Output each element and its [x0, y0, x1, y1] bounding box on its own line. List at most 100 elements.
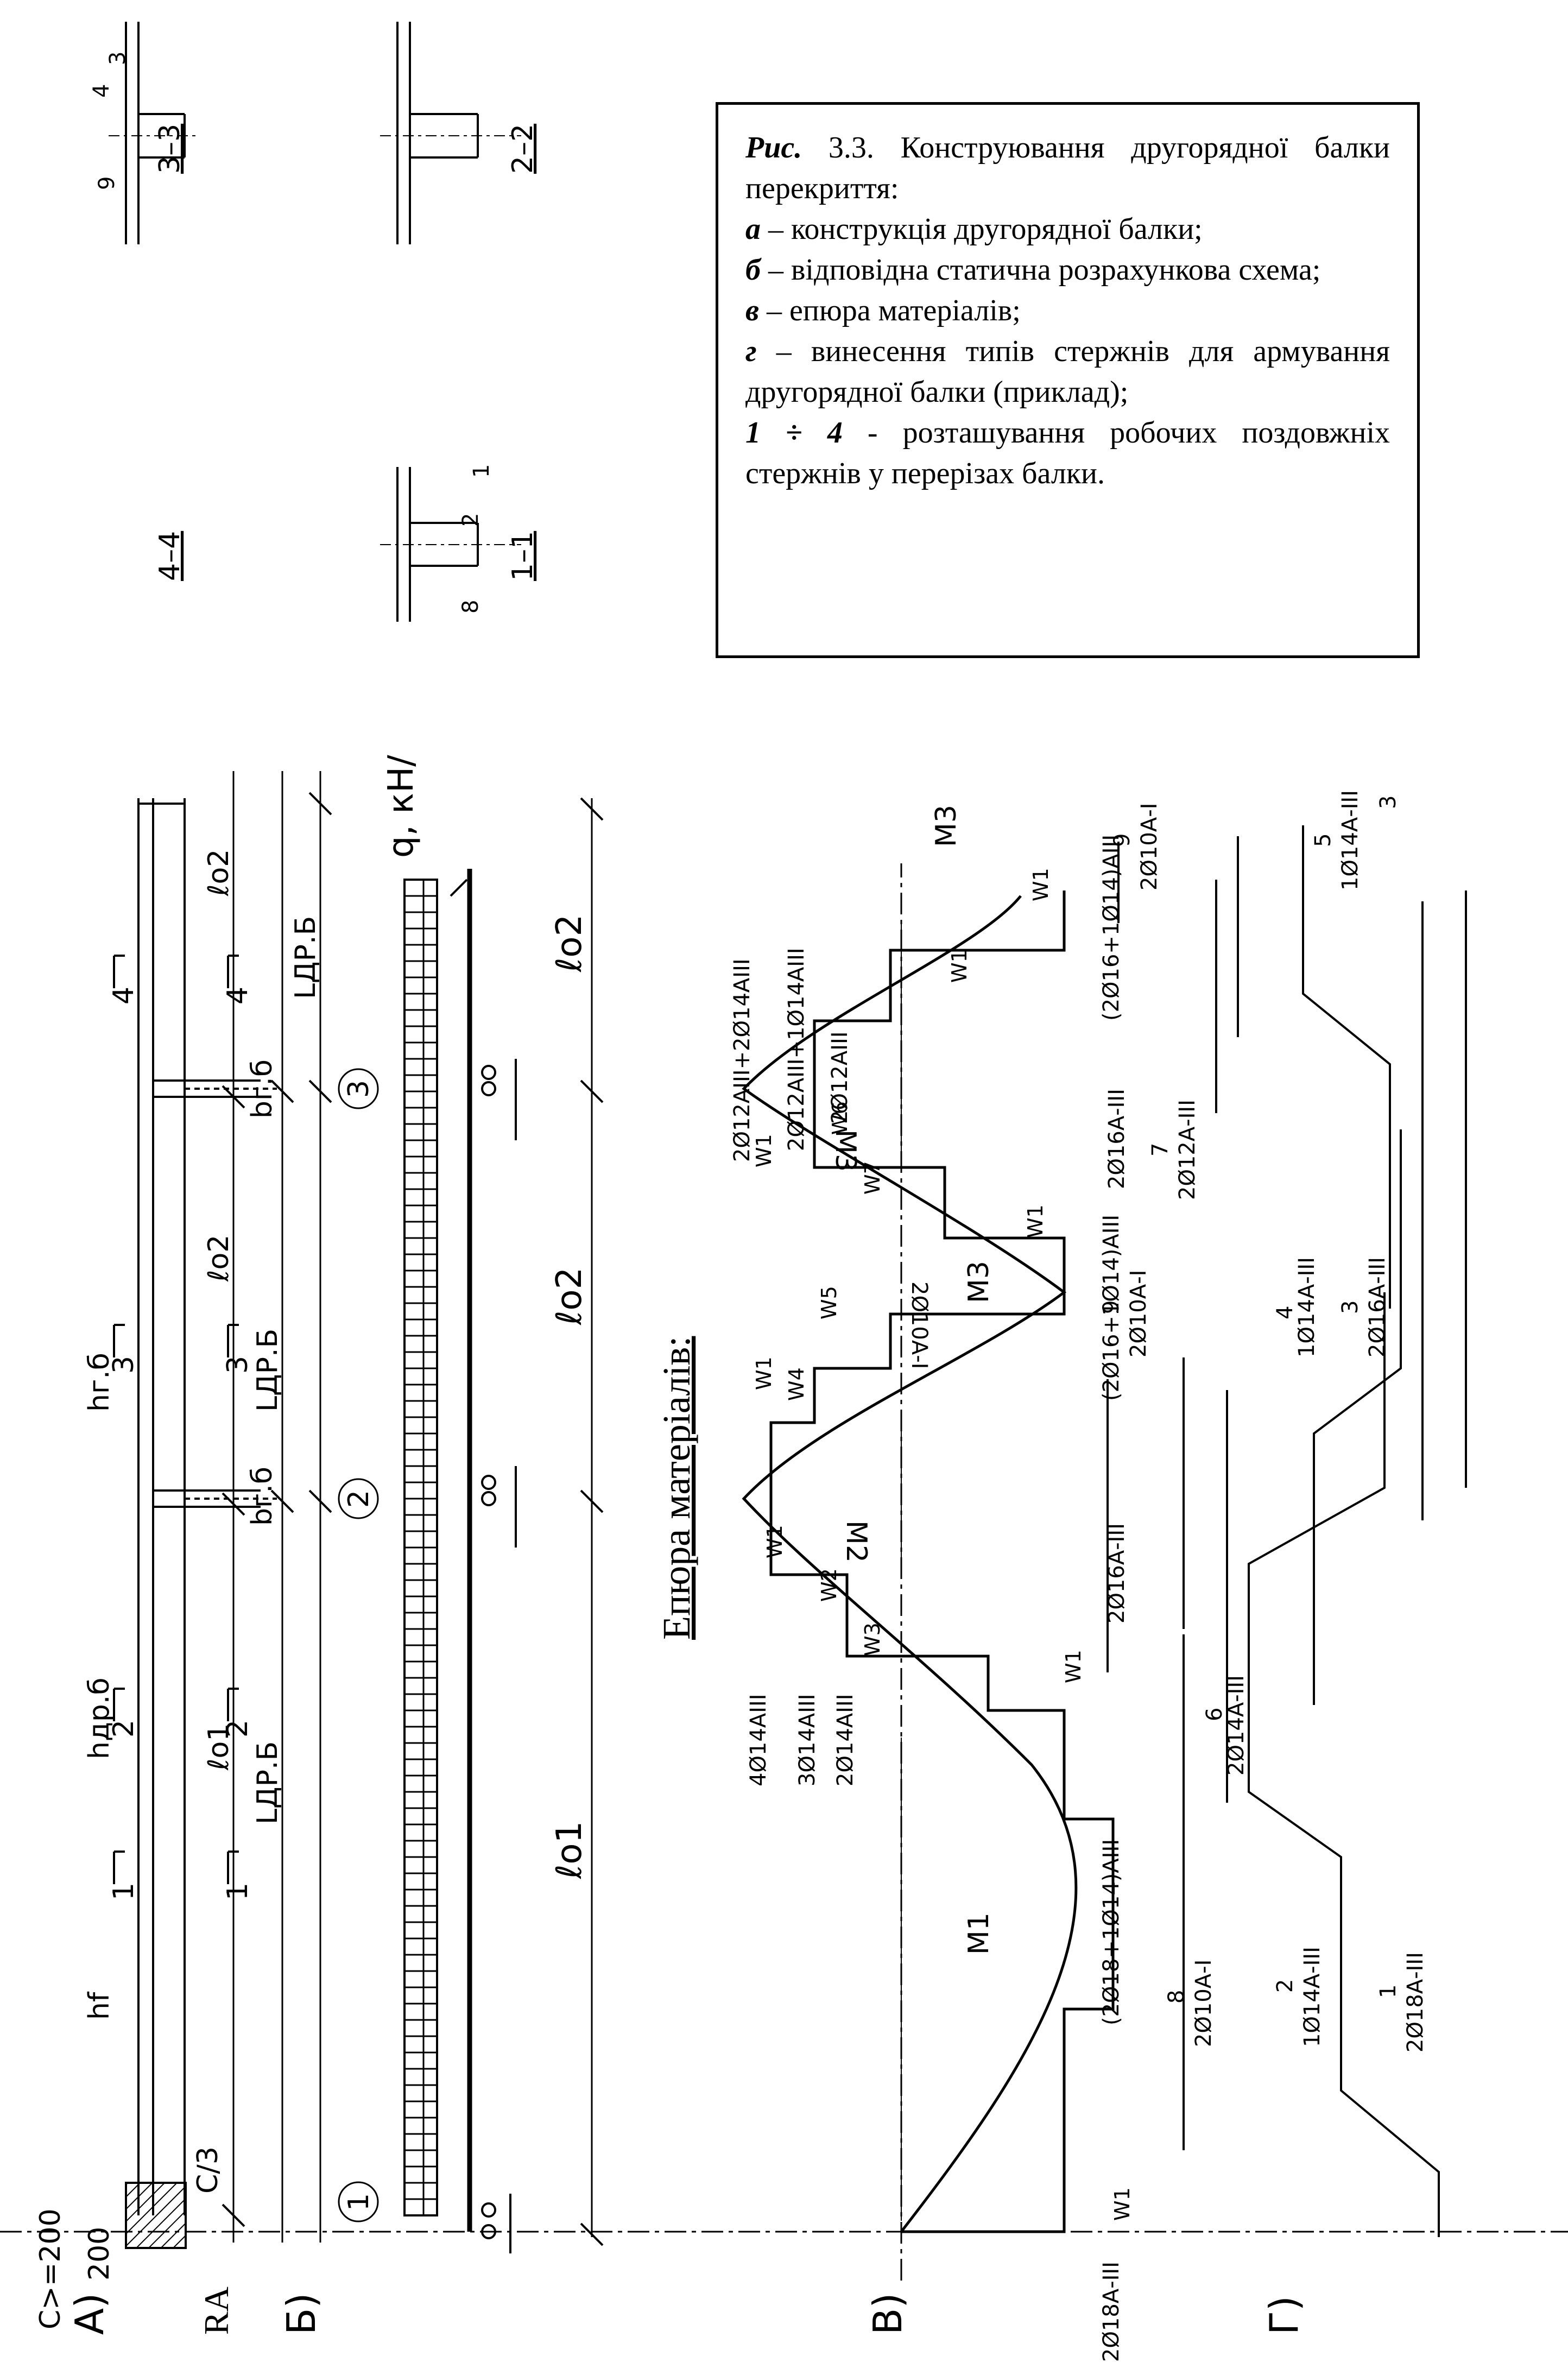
section-mark: 1 — [469, 464, 494, 478]
caption-item-g: г – винесення типів стержнів для армуван… — [745, 331, 1390, 413]
rebar-label: 3Ø14АIII — [795, 1694, 820, 1786]
axis-label-2: 2 — [343, 1490, 375, 1508]
rebar-label: 2Ø10А-I — [907, 1281, 932, 1369]
bar-no: 9 — [1099, 1300, 1124, 1314]
rebar-label: 2Ø12АIII+1Ø14АIII — [784, 948, 809, 1151]
caption-text: – винесення типів стержнів для армування… — [745, 334, 1390, 409]
section-title: 2–2 — [507, 124, 539, 174]
section-title: 3–3 — [154, 124, 186, 174]
scheme-l02a: ℓо2 — [549, 1267, 590, 1325]
cut-label-3a: 3 — [108, 1356, 140, 1374]
rebar-label: 2Ø14АIII — [833, 1694, 858, 1786]
diagram-bottom-labels: 2Ø18А-III (2Ø18+1Ø14)АIII 2Ø16А-III (2Ø1… — [1099, 835, 1129, 2362]
cut-label-4a: 4 — [108, 987, 140, 1005]
ldrb-label-2: LДР.Б — [251, 1329, 284, 1412]
caption-key: 1 ÷ 4 — [745, 416, 843, 450]
w-label: W6 — [828, 1101, 852, 1135]
bar-spec: 1Ø14А-III — [1294, 1257, 1319, 1357]
caption-item-a: а – конструкція другорядної балки; — [745, 209, 1390, 250]
w-label: W1 — [1023, 1204, 1047, 1238]
ldrb-label-3: LДР.Б — [289, 916, 322, 999]
rebar-label: 2Ø12АIII+2Ø14АIII — [730, 958, 755, 1162]
bar-no: 7 — [1148, 1143, 1173, 1157]
w-label: W1 — [752, 1356, 776, 1390]
section-title: 1–1 — [507, 531, 539, 581]
caption-text: – відповідна статична розрахункова схема… — [760, 253, 1321, 287]
section-mark: 8 — [458, 600, 483, 614]
figure-caption: Рис. 3.3. Конструювання другорядної балк… — [716, 102, 1420, 658]
panel-letter-a: А) — [67, 2293, 112, 2335]
bar-spec: 2Ø10А-I — [1137, 803, 1162, 891]
caption-key: а — [745, 212, 761, 246]
axis-label-1: 1 — [343, 2193, 375, 2211]
scheme-l02b: ℓо2 — [549, 914, 590, 972]
load-label: q, кН/ — [381, 755, 421, 858]
bar-spec: 1Ø14А-III — [1300, 1947, 1325, 2047]
axis-label-3: 3 — [343, 1080, 375, 1098]
bar-no: 2 — [1273, 1979, 1298, 1993]
bar-spec: 2Ø10А-I — [1191, 1960, 1216, 2047]
rebar-label: 4Ø14АIII — [746, 1694, 771, 1786]
bgb-label-2: bг.б — [246, 1059, 279, 1119]
rebar-label: (2Ø18+1Ø14)АIII — [1099, 1839, 1124, 2025]
panel-letter-g: Г) — [1261, 2296, 1307, 2335]
w-label: W7 — [861, 1161, 884, 1195]
beam-construction — [0, 771, 1568, 2249]
section-mark: 3 — [105, 52, 130, 65]
w-label: W5 — [817, 1286, 841, 1319]
bar-spec: 2Ø12А-III — [1175, 1100, 1200, 1200]
cut-label-1a: 1 — [108, 1883, 140, 1900]
hf-label-1: hf — [83, 1991, 116, 2020]
panel-letter-v: В) — [865, 2293, 911, 2335]
ldrb-label-1: LДР.Б — [251, 1741, 284, 1824]
caption-key: г — [745, 334, 757, 368]
bar-spec: 2Ø14А-III — [1224, 1675, 1249, 1776]
rebar-label: (2Ø16+1Ø14)АIII — [1099, 835, 1124, 1021]
cut-label-1b: 1 — [222, 1883, 254, 1900]
diagram-w-labels: W1 W1 W2 W3 W1 W1 W4 W5 W1 W6 W7 W1 W1 W… — [752, 868, 1134, 2221]
wall-support — [125, 2182, 187, 2249]
panel-letter-b: Б) — [279, 2293, 324, 2335]
bar-spec: 2Ø16А-III — [1365, 1257, 1390, 1357]
bar-no: 6 — [1202, 1708, 1227, 1721]
diagram-title: Епюра матеріалів: — [655, 1336, 698, 1640]
w-label: W1 — [947, 949, 971, 983]
caption-item-n: 1 ÷ 4 - розташування робочих поздовжніх … — [745, 413, 1390, 494]
section-labels: 1–1 3–3 2–2 4–4 8 2 1 9 4 3 — [89, 52, 539, 614]
bar-no: 3 — [1376, 795, 1401, 809]
l02b-label: ℓо2 — [203, 849, 235, 896]
bar-spec: 2Ø18А-III — [1403, 1952, 1428, 2052]
scheme-l01: ℓо1 — [549, 1821, 590, 1879]
bar-no: 8 — [1164, 1990, 1189, 2004]
caption-title: Рис. 3.3. Конструювання другорядної балк… — [745, 128, 1390, 209]
rebar-label: 2Ø16А-III — [1104, 1089, 1129, 1189]
bar-spec: 1Ø14А-III — [1338, 790, 1363, 891]
section-mark: 2 — [458, 513, 483, 527]
w-label: W3 — [861, 1622, 884, 1656]
bar-types — [1107, 825, 1467, 2237]
bar-spec: 2Ø10А-I — [1126, 1270, 1151, 1357]
material-diagram — [742, 863, 1115, 2281]
caption-text: - розташування робочих поздовжніх стержн… — [745, 416, 1390, 490]
rebar-label: 2Ø12АIII — [827, 1031, 852, 1124]
diagram-moment-labels: M1 M2 M3 M3 M3 — [829, 805, 995, 1955]
rebar-label: 2Ø18А-III — [1099, 2262, 1124, 2362]
w-label: W1 — [763, 1525, 787, 1558]
bar-no: 5 — [1311, 833, 1336, 847]
caption-text: – конструкція другорядної балки; — [761, 212, 1203, 246]
w-label: W1 — [1061, 1650, 1085, 1683]
distributed-load — [403, 879, 438, 2216]
wall-thickness-label: 200 — [83, 2227, 116, 2281]
static-scheme — [403, 797, 604, 2253]
moment-m3c: M3 — [930, 805, 963, 847]
rebar-label: (2Ø16+1Ø14)АIII — [1099, 1215, 1124, 1401]
bar-no: 9 — [1110, 833, 1135, 847]
bar-no: 1 — [1376, 1985, 1401, 1998]
w-label: W1 — [752, 1134, 776, 1167]
section-3-3 — [109, 22, 195, 244]
caption-fig: Рис. — [745, 131, 802, 165]
cut-label-2a: 2 — [108, 1720, 140, 1738]
reaction-label: RА — [197, 2287, 236, 2335]
hdrb-label: hдр.б — [83, 1677, 116, 1759]
